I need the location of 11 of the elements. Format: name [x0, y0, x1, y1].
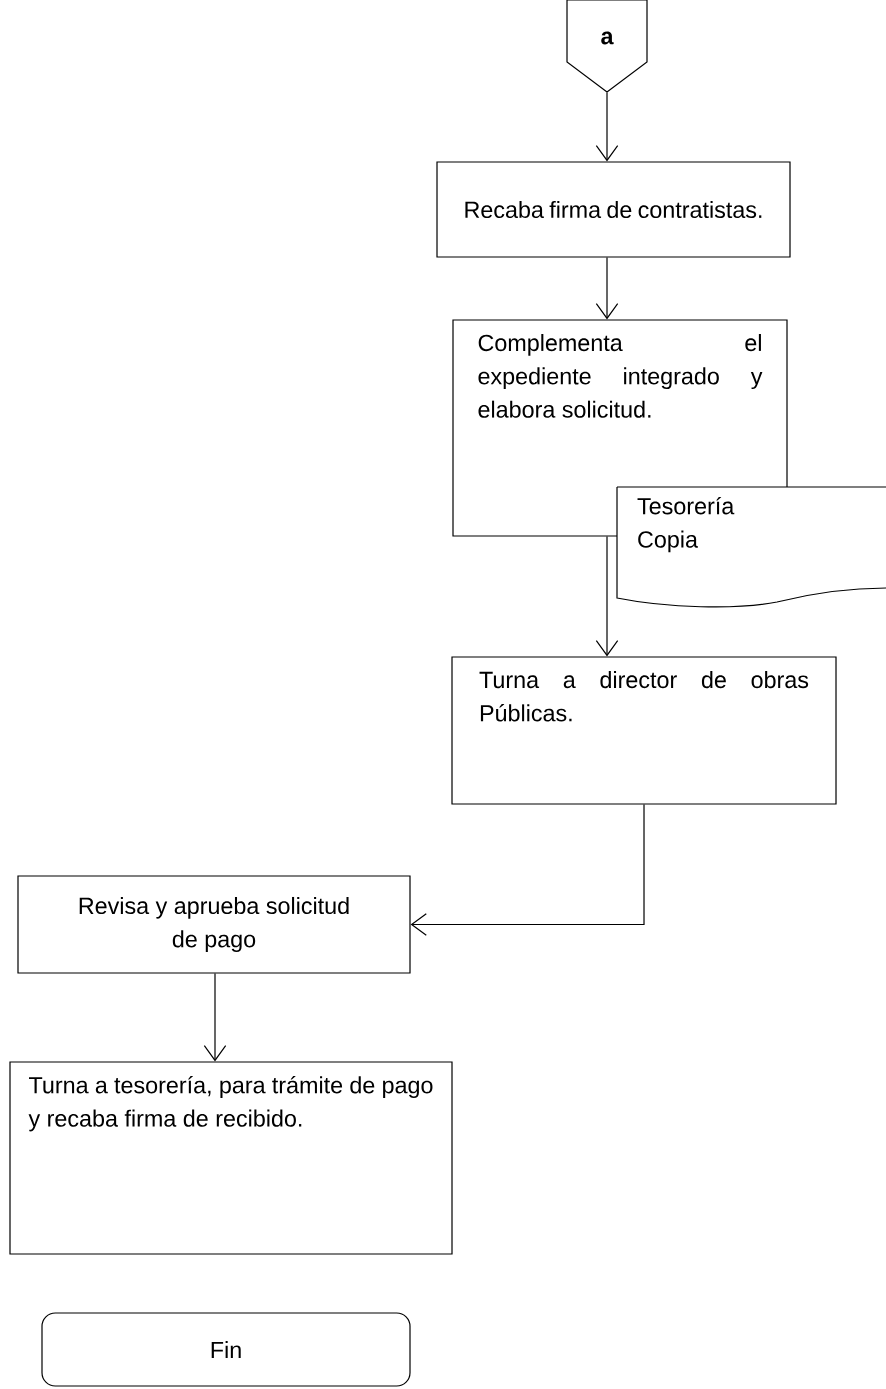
process-box: Turna a director de obras Públicas.	[451, 656, 837, 805]
process-box: Revisa y aprueba solicitud de pago	[17, 875, 411, 974]
terminator-box: Fin	[41, 1312, 411, 1387]
arrow	[595, 92, 619, 162]
process-box: Recaba firma de contratistas.	[436, 161, 791, 258]
arrow	[410, 804, 645, 936]
offpage-connector: a	[566, 0, 648, 93]
process-box: Turna a tesorería, para trámite de pago y recaba firma de recibido.	[9, 1061, 453, 1255]
arrow	[595, 536, 619, 657]
arrow	[595, 257, 619, 320]
arrow	[203, 973, 227, 1062]
